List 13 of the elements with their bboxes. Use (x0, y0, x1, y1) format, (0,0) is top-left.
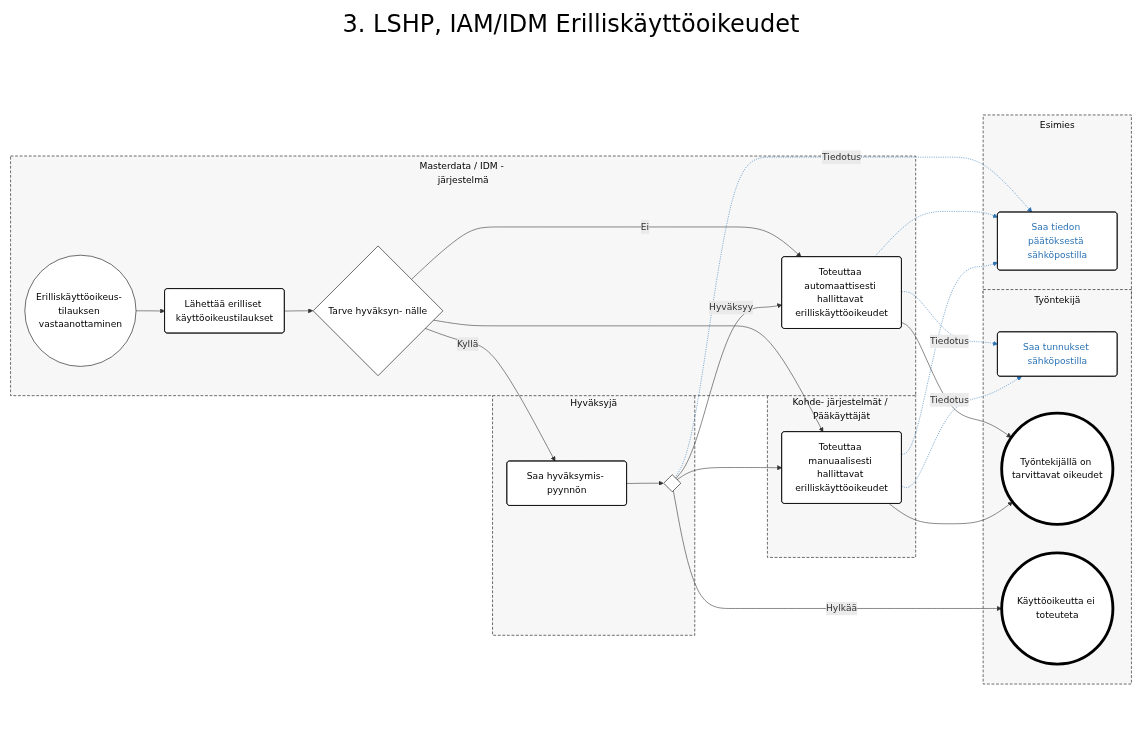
edge-label: Ei (640, 221, 650, 233)
edge-label: Tiedotus (822, 151, 862, 163)
node-circle: Työntekijällä on tarvittavat oikeudet (1000, 411, 1115, 526)
diagram-title: 3. LSHP, IAM/IDM Erilliskäyttöoikeudet (342, 10, 800, 38)
edge-label: Kyllä (456, 338, 479, 350)
node-circle: Käyttöoikeutta ei toteuteta (1000, 551, 1115, 666)
edge-label: Hylkää (825, 602, 858, 614)
node-diamond (663, 474, 682, 493)
edge-label: Hyväksyy (709, 301, 754, 313)
node-diamond: Tarve hyväksyn- nälle (312, 245, 444, 376)
node-circle: Erilliskäyttöoikeus- tilauksen vastaanottaminen (24, 254, 137, 367)
edge-label: Tiedotus (929, 335, 969, 347)
edge-label: Tiedotus (929, 394, 969, 405)
